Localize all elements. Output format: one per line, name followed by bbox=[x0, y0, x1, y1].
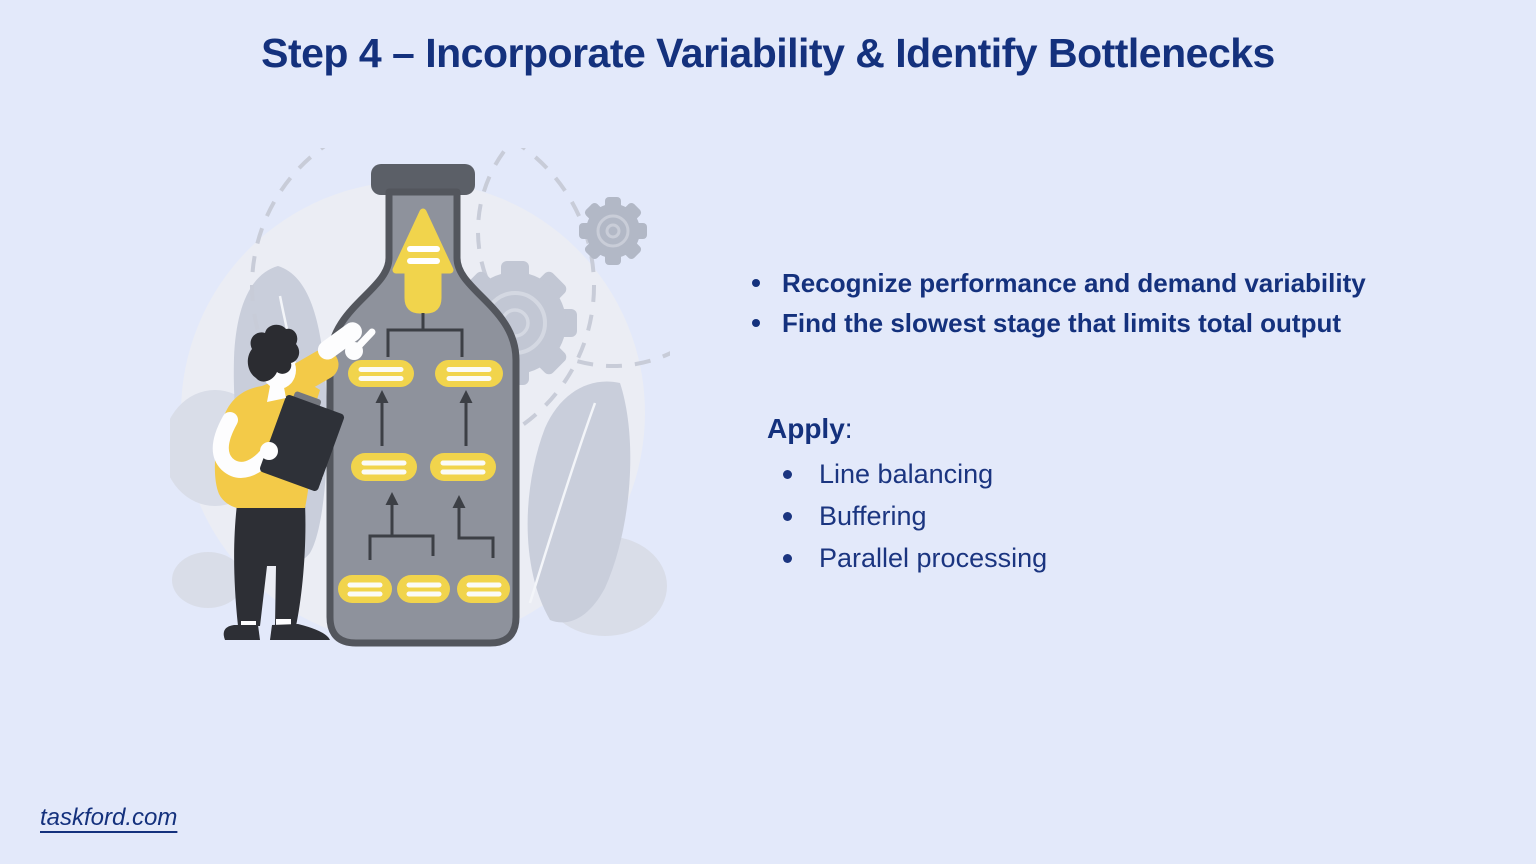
key-point-item: Recognize performance and demand variabi… bbox=[752, 263, 1366, 303]
holding-hand bbox=[260, 442, 278, 460]
apply-item: Line balancing bbox=[783, 453, 1047, 495]
flow-arrowheads bbox=[375, 390, 473, 508]
arrow-stripes bbox=[407, 246, 440, 264]
shirt-sleeve bbox=[285, 349, 339, 393]
bottom-left-light-leaf bbox=[172, 552, 244, 608]
page-title: Step 4 – Incorporate Variability & Ident… bbox=[261, 30, 1275, 76]
shoe-left bbox=[223, 625, 260, 640]
leaf-bottom-right bbox=[527, 381, 631, 623]
person-legs bbox=[234, 504, 306, 626]
leaf-vein bbox=[528, 402, 597, 604]
footer-link[interactable]: taskford.com bbox=[40, 804, 178, 831]
key-point-item: Find the slowest stage that limits total… bbox=[752, 303, 1366, 343]
apply-item-text: Line balancing bbox=[819, 458, 994, 489]
apply-list: Line balancing Buffering Parallel proces… bbox=[767, 453, 1047, 579]
bullet-dot bbox=[783, 469, 792, 479]
apply-item-text: Parallel processing bbox=[819, 542, 1048, 573]
person-hair bbox=[247, 324, 300, 382]
sock bbox=[276, 619, 291, 627]
key-point-text: Find the slowest stage that limits total… bbox=[782, 307, 1342, 338]
apply-item: Parallel processing bbox=[783, 537, 1047, 579]
flow-connectors bbox=[368, 313, 495, 560]
apply-section: Apply: Line balancing Buffering Parallel… bbox=[767, 413, 1047, 579]
bottle-cap bbox=[371, 164, 475, 195]
bullet-dot bbox=[752, 319, 760, 327]
pointing-arm bbox=[317, 322, 362, 360]
apply-colon: : bbox=[844, 413, 853, 444]
person-with-clipboard bbox=[212, 322, 376, 640]
bottle-body bbox=[326, 188, 520, 647]
clipboard bbox=[259, 391, 345, 492]
bottleneck-illustration-svg bbox=[163, 94, 750, 647]
apply-label: Apply bbox=[767, 413, 845, 444]
node-stripes bbox=[347, 367, 502, 597]
shoe-right bbox=[270, 624, 330, 640]
bullet-dot bbox=[783, 553, 792, 563]
bottleneck-illustration bbox=[163, 94, 750, 668]
holding-arm bbox=[212, 412, 275, 478]
apply-item-text: Buffering bbox=[819, 500, 927, 531]
key-point-text: Recognize performance and demand variabi… bbox=[782, 267, 1366, 298]
gear-small-icon bbox=[579, 197, 647, 265]
flowchart bbox=[338, 208, 510, 603]
clipboard-board bbox=[259, 394, 345, 492]
bullet-dot bbox=[752, 279, 760, 287]
pointing-finger bbox=[351, 328, 376, 354]
apply-item: Buffering bbox=[783, 495, 1047, 537]
apply-heading: Apply: bbox=[767, 413, 1047, 445]
bottle bbox=[326, 164, 520, 647]
key-points-list: Recognize performance and demand variabi… bbox=[752, 263, 1366, 343]
bullet-dot bbox=[783, 511, 792, 521]
